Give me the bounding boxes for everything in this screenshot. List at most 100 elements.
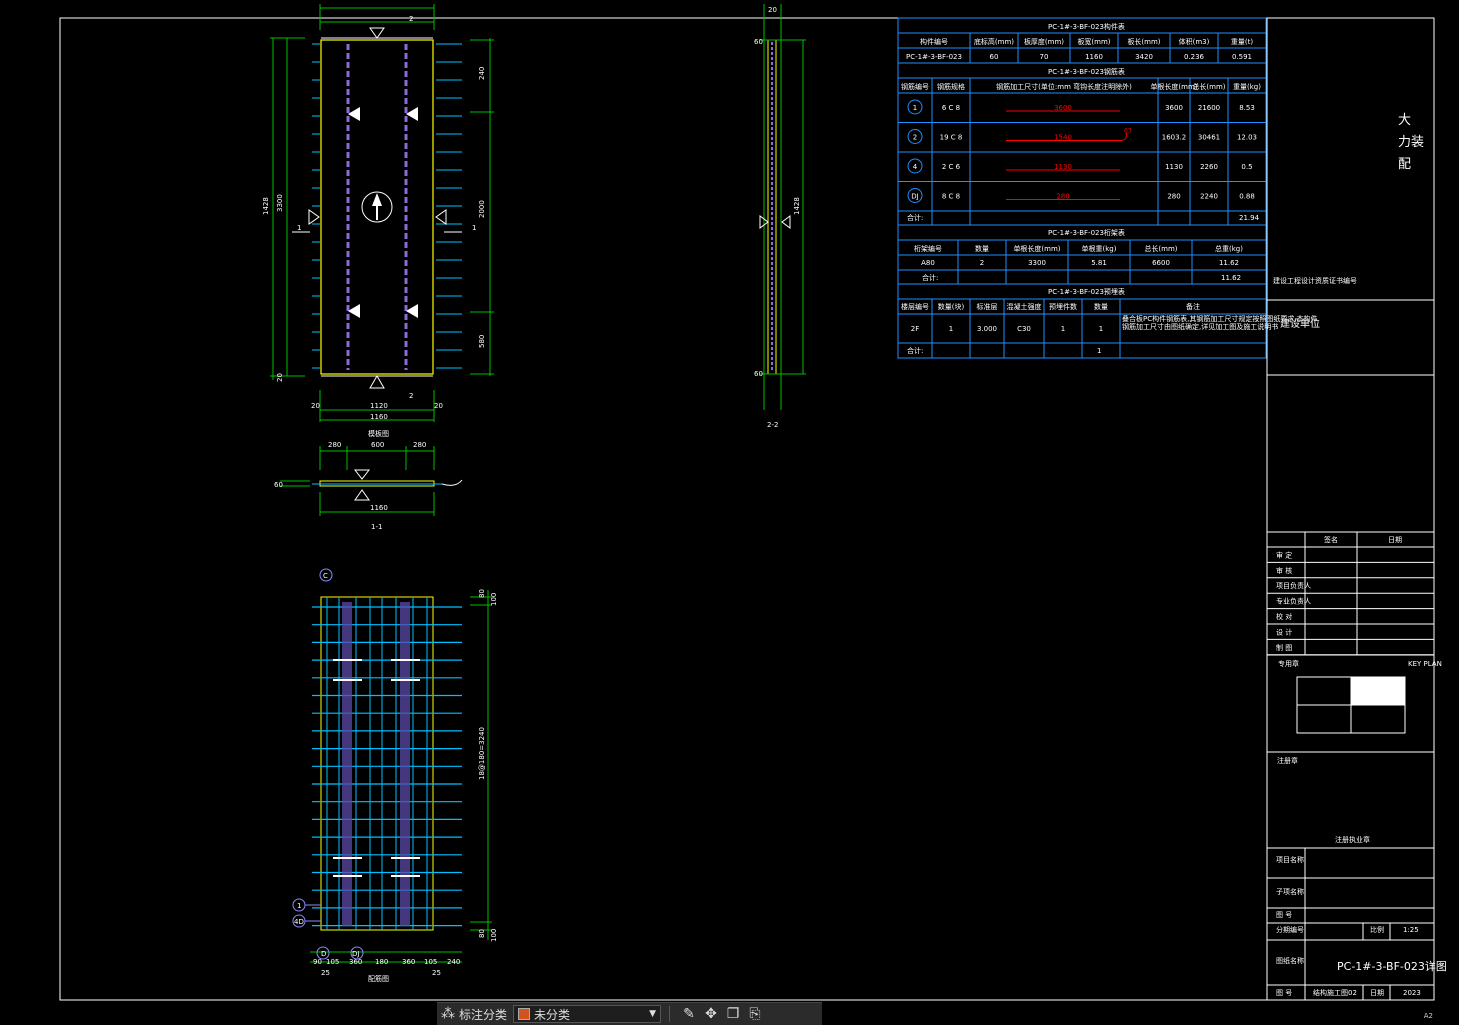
plan-dim-left: 3300	[276, 194, 284, 212]
stamp-label: 注册章	[1277, 756, 1298, 765]
rebar-total-label: 合计:	[907, 213, 923, 222]
edit-icon[interactable]: ✎	[683, 1006, 695, 1022]
rebar-dim-right: 100	[490, 593, 498, 606]
sheet-size: A2	[1423, 1012, 1433, 1020]
rebar-shape-dim: 280	[1056, 193, 1069, 201]
rebar-weight: 12.03	[1237, 134, 1257, 142]
truss-header: 单根长度(mm)	[1013, 244, 1060, 253]
rebar-header: 钢筋加工尺寸(单位:mm 弯钩长度注明除外)	[996, 82, 1132, 91]
bubble-label: 4D	[294, 918, 304, 926]
rebar-spec: 6 C 8	[942, 104, 960, 112]
embed-header: 预埋件数	[1049, 302, 1077, 311]
company-name: 力装	[1398, 135, 1424, 150]
rebar-header: 重量(kg)	[1233, 83, 1261, 91]
s11-dim-top: 280	[328, 441, 341, 449]
truss-header: 总长(mm)	[1144, 244, 1177, 253]
rebar-total-weight: 21.94	[1239, 214, 1260, 222]
s22-dim-left: 60	[754, 38, 763, 46]
scale-label: 比例	[1370, 925, 1384, 934]
component-cell: PC-1#-3-BF-023	[906, 53, 962, 61]
embed-cell: C30	[1017, 325, 1031, 333]
stamp-sub: 注册执业章	[1335, 835, 1370, 844]
embed-header: 楼层编号	[901, 302, 929, 311]
plan-dim-bottom: 20	[434, 402, 443, 410]
drawing-frame	[59, 17, 1435, 1001]
date-value: 2023	[1403, 989, 1421, 997]
lift-point-icon	[406, 107, 418, 121]
s11-dim-top: 280	[413, 441, 426, 449]
copy-icon[interactable]: ❐	[726, 1006, 740, 1022]
sign-row-label: 专业负责人	[1276, 597, 1311, 606]
plan-view: 2 240 2000 580 1428 3300 20 1 1 20 1120 …	[262, 4, 494, 438]
plan-dim-bottom: 20	[311, 402, 320, 410]
rebar-weight: 0.88	[1239, 193, 1255, 201]
component-cell: 70	[1040, 53, 1049, 61]
sign-row-label: 项目负责人	[1276, 581, 1311, 590]
chevron-down-icon: ▼	[649, 1009, 657, 1019]
rebar-length: 3600	[1165, 104, 1183, 112]
datum-mark-icon	[354, 489, 370, 501]
rebar-length: 1603.2	[1162, 134, 1187, 142]
tables: PC-1#-3-BF-023构件表 构件编号底标高(mm)板厚度(mm)板宽(m…	[897, 17, 1318, 359]
rebar-header: 总长(mm)	[1192, 82, 1225, 91]
s11-dim-left: 60	[274, 481, 283, 489]
rebar-no: DJ	[911, 193, 918, 201]
paste-icon[interactable]: ⎘	[749, 1006, 761, 1022]
embed-cell: 2F	[911, 325, 919, 333]
category-value: 未分类	[534, 1007, 571, 1022]
s11-dim-bottom: 1160	[370, 504, 388, 512]
rebar-dim-right: 18@180=3240	[478, 727, 486, 780]
datum-mark-icon	[308, 209, 320, 225]
rebar-bubble	[319, 568, 333, 582]
lift-point-icon	[348, 304, 360, 318]
sheet-value: 结构施工图02	[1313, 988, 1357, 997]
keyplan-label: KEY PLAN	[1408, 660, 1442, 668]
component-cell: 3420	[1135, 53, 1153, 61]
rebar-dim-bottom: 360	[349, 958, 362, 966]
embed-header: 标准层	[977, 302, 998, 311]
rebar-no: 4	[913, 163, 918, 171]
rebar-number-bubble	[907, 158, 923, 174]
sign-row-label: 校 对	[1276, 612, 1292, 621]
s11-label: 1-1	[371, 523, 382, 531]
rebar-weight: 0.5	[1241, 163, 1252, 171]
truss-cell: 3300	[1028, 259, 1046, 267]
component-header: 构件编号	[920, 37, 948, 46]
rebar-shape-dim: 1130	[1054, 163, 1072, 171]
s22-label: 2-2	[767, 421, 778, 429]
plan-dim-right: 2000	[478, 200, 486, 218]
rebar-number-bubble	[907, 188, 923, 203]
sign-row-label: 审 定	[1276, 550, 1292, 559]
bubble-label: D	[321, 950, 326, 958]
rebar-table-title: PC-1#-3-BF-023钢筋表	[1048, 67, 1125, 76]
s22-dim-left: 60	[754, 370, 763, 378]
bubble-label: DJ	[352, 950, 359, 958]
rebar-total: 2240	[1200, 193, 1218, 201]
embed-cell: 1	[949, 325, 953, 333]
sign-header: 签名	[1324, 535, 1338, 544]
rebar-weight: 8.53	[1239, 104, 1255, 112]
rebar-shape-dim: 3600	[1054, 104, 1072, 112]
rebar-hook-dim: 63	[1124, 128, 1132, 135]
truss-cell: 2	[980, 259, 984, 267]
embed-cell: 1	[1099, 325, 1103, 333]
plan-view-label: 模板图	[368, 429, 389, 438]
datum-mark-icon	[353, 469, 371, 480]
rebar-header: 钢筋规格	[937, 82, 965, 91]
truss-cell: A80	[921, 259, 935, 267]
move-icon[interactable]: ✥	[705, 1006, 717, 1022]
rebar-dim-bottom: 105	[326, 958, 339, 966]
sign-row-label: 制 图	[1276, 643, 1292, 652]
category-select[interactable]: 未分类 ▼	[513, 1005, 662, 1023]
category-icon[interactable]: ⁂	[441, 1006, 455, 1022]
toolbar-divider	[669, 1006, 671, 1022]
sign-row-label: 审 核	[1276, 566, 1292, 575]
category-label: 标注分类	[459, 1007, 508, 1022]
drawing-name: PC-1#-3-BF-023详图	[1337, 959, 1447, 973]
date-label: 日期	[1370, 989, 1384, 997]
section-mark: 1	[297, 224, 301, 232]
section-1-1: 280 600 280 60 1160 1-1	[274, 441, 463, 531]
truss-header: 桁架编号	[914, 244, 942, 253]
component-header: 板长(mm)	[1127, 37, 1160, 46]
